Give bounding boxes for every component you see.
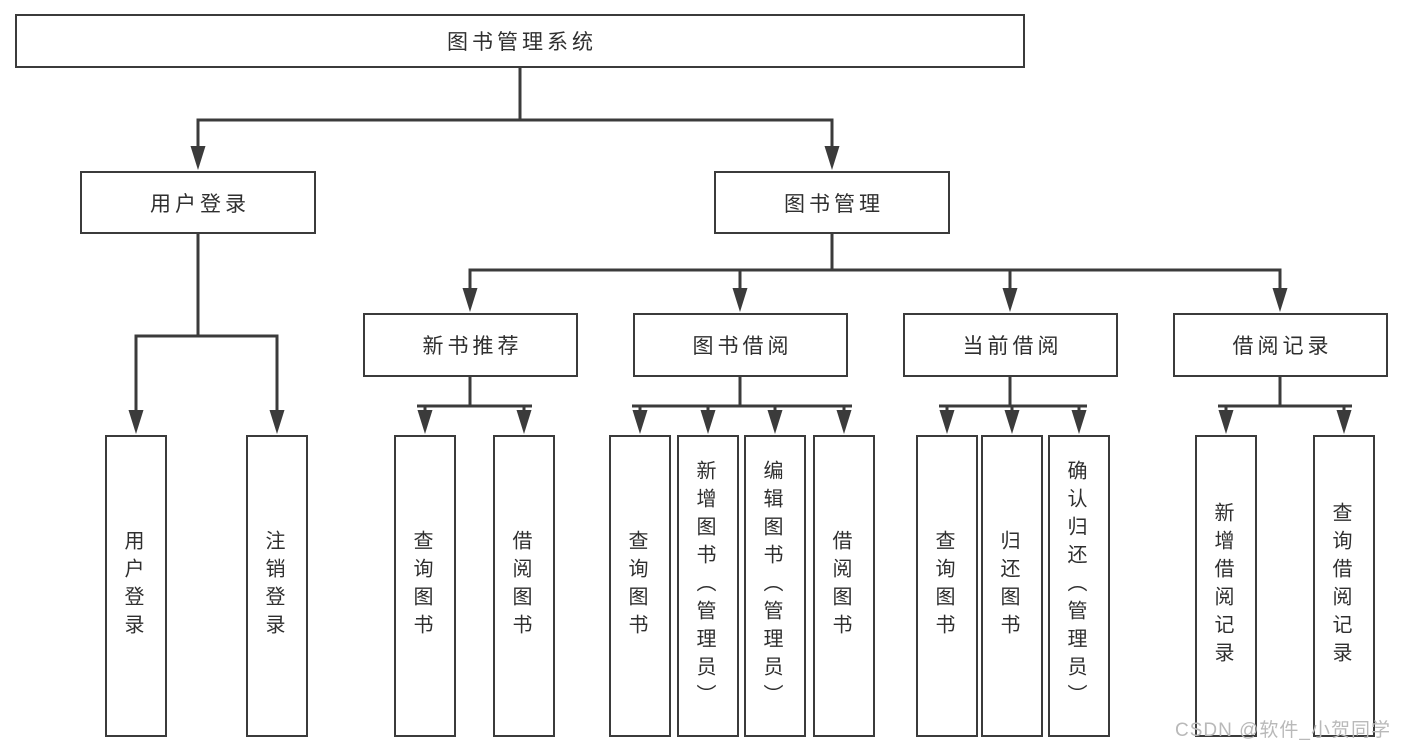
- leaf-borrow-books-label: 借阅图书: [829, 530, 851, 642]
- leaf-return-books-label: 归还图书: [997, 530, 1019, 642]
- node-current-borrow: 当前借阅: [903, 313, 1118, 377]
- leaf-recommend-borrow-books: 借阅图书: [493, 435, 555, 737]
- connector-current-to-leaves: [939, 377, 1087, 434]
- csdn-watermark: CSDN @软件_小贺同学: [1175, 720, 1391, 741]
- node-current-borrow-label: 当前借阅: [962, 335, 1063, 358]
- connector-root-to-level2: [190, 68, 840, 170]
- node-borrow-records-label: 借阅记录: [1232, 335, 1333, 358]
- node-root-label: 图书管理系统: [447, 31, 597, 54]
- node-new-book-recommend: 新书推荐: [363, 313, 578, 377]
- leaf-user-login: 用户登录: [105, 435, 167, 737]
- connector-borrow-to-leaves: [632, 377, 852, 434]
- leaf-add-borrow-record-label: 新增借阅记录: [1211, 502, 1233, 670]
- leaf-add-books-admin-label: 新增图书（管理员）: [693, 460, 715, 712]
- node-borrow-records: 借阅记录: [1173, 313, 1388, 377]
- leaf-edit-books-admin-label: 编辑图书（管理员）: [760, 460, 782, 712]
- connector-rec-to-leaves: [417, 377, 532, 434]
- leaf-query-borrow-record: 查询借阅记录: [1313, 435, 1375, 737]
- node-book-borrow: 图书借阅: [633, 313, 848, 377]
- leaf-recommend-query-books-label: 查询图书: [410, 530, 432, 642]
- connector-bookmgmt-to-groups: [462, 234, 1288, 312]
- node-book-borrow-label: 图书借阅: [692, 335, 793, 358]
- node-new-book-recommend-label: 新书推荐: [422, 335, 523, 358]
- node-book-management-label: 图书管理: [784, 192, 884, 216]
- leaf-recommend-query-books: 查询图书: [394, 435, 456, 737]
- leaf-confirm-return-admin-label: 确认归还（管理员）: [1064, 460, 1086, 712]
- leaf-recommend-borrow-books-label: 借阅图书: [509, 530, 531, 642]
- leaf-user-login-label: 用户登录: [121, 530, 143, 642]
- connector-records-to-leaves: [1218, 377, 1352, 434]
- leaf-current-query-books-label: 查询图书: [932, 530, 954, 642]
- leaf-logout-label: 注销登录: [262, 530, 284, 642]
- leaf-edit-books-admin: 编辑图书（管理员）: [744, 435, 806, 737]
- connector-userlogin-to-leaves: [128, 234, 285, 434]
- node-root: 图书管理系统: [15, 14, 1025, 68]
- leaf-borrow-query-books-label: 查询图书: [625, 530, 647, 642]
- node-book-management: 图书管理: [714, 171, 950, 234]
- leaf-add-books-admin: 新增图书（管理员）: [677, 435, 739, 737]
- node-user-login: 用户登录: [80, 171, 316, 234]
- node-user-login-label: 用户登录: [150, 192, 250, 216]
- leaf-borrow-books: 借阅图书: [813, 435, 875, 737]
- leaf-current-query-books: 查询图书: [916, 435, 978, 737]
- leaf-borrow-query-books: 查询图书: [609, 435, 671, 737]
- leaf-logout: 注销登录: [246, 435, 308, 737]
- leaf-query-borrow-record-label: 查询借阅记录: [1329, 502, 1351, 670]
- leaf-confirm-return-admin: 确认归还（管理员）: [1048, 435, 1110, 737]
- leaf-add-borrow-record: 新增借阅记录: [1195, 435, 1257, 737]
- leaf-return-books: 归还图书: [981, 435, 1043, 737]
